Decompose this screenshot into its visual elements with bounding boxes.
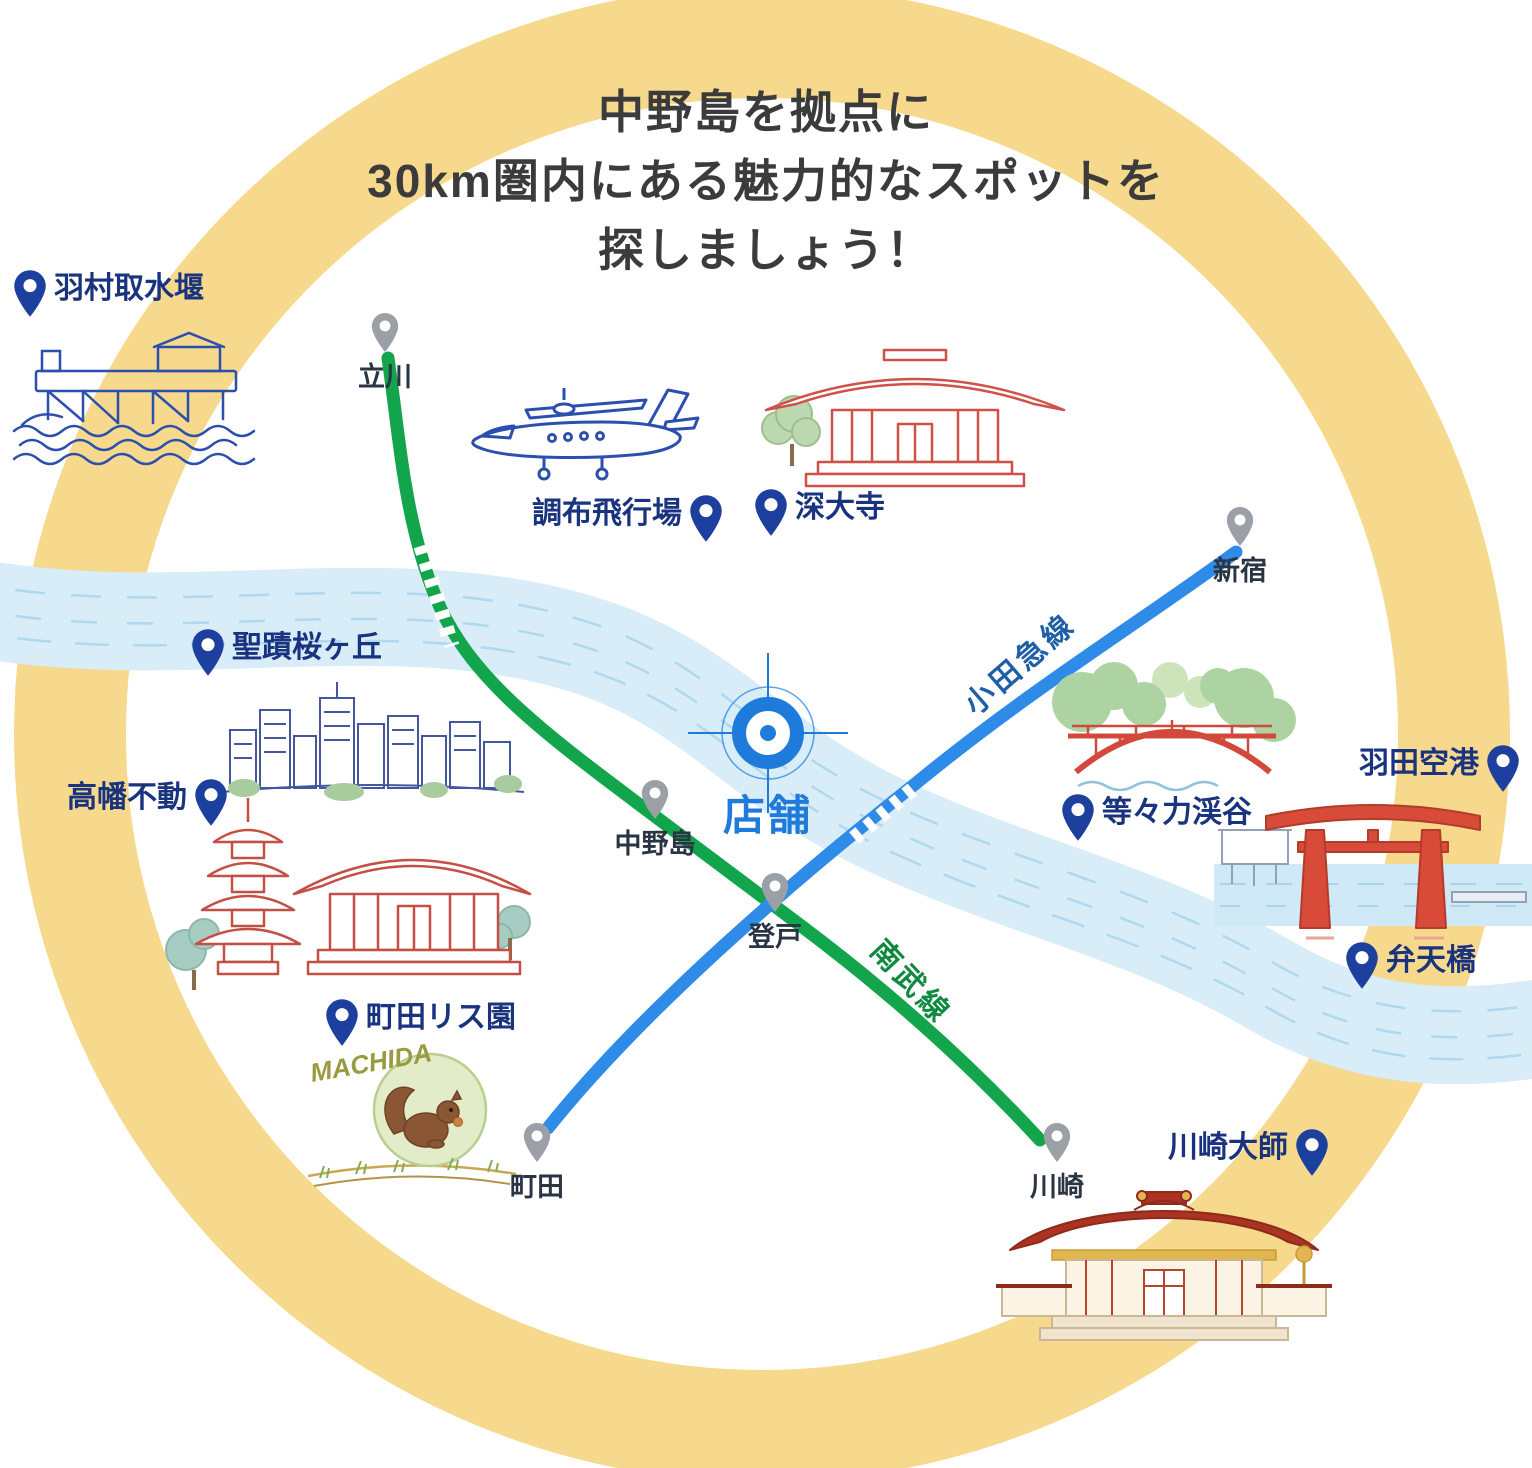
label-noborito-station: 登戸 <box>748 922 802 952</box>
label-todoroki-valley: 等々力渓谷 <box>1102 796 1252 829</box>
pin-shinjuku-station[interactable] <box>1225 506 1255 547</box>
label-haneda-airport: 羽田空港 <box>1359 747 1479 780</box>
label-jindaiji: 深大寺 <box>795 491 885 524</box>
label-machida-station: 町田 <box>510 1172 564 1202</box>
pin-noborito-station[interactable] <box>760 872 790 913</box>
shop-label: 店舗 <box>722 792 814 839</box>
pin-hamura-intake-weir[interactable] <box>12 269 48 318</box>
title-line-1: 中野島を拠点に <box>598 86 934 138</box>
todoroki-valley-illustration <box>1052 662 1296 792</box>
map-pin-icon <box>195 779 227 826</box>
map-pin-icon <box>1043 1122 1071 1163</box>
map-pin-icon <box>755 489 787 536</box>
pin-tachikawa-station[interactable] <box>370 312 400 353</box>
label-tachikawa-station: 立川 <box>358 362 412 392</box>
bridge-icon-odakyu <box>849 782 919 844</box>
odakyu-line <box>541 545 1243 1135</box>
label-nakanoshima-station: 中野島 <box>614 829 696 859</box>
pin-todoroki-valley[interactable] <box>1060 793 1096 842</box>
machida-squirrel-illustration: MACHIDA <box>307 1038 517 1187</box>
map-pin-icon <box>326 999 358 1046</box>
map-pin-icon <box>192 629 224 676</box>
shop-marker[interactable] <box>688 653 848 813</box>
map-pin-icon <box>14 270 46 317</box>
seiseki-cityscape-illustration <box>222 682 524 801</box>
pin-bentenbashi[interactable] <box>1344 941 1380 990</box>
map-pin-icon <box>641 779 669 820</box>
map-pin-icon <box>523 1122 551 1163</box>
pin-takahata-fudo[interactable] <box>193 778 229 827</box>
label-chofu-airfield: 調布飛行場 <box>532 497 682 530</box>
map-pin-icon <box>690 495 722 542</box>
map-pin-icon <box>1226 506 1254 547</box>
title-line-2: 30km圏内にある魅力的なスポットを <box>367 155 1165 207</box>
label-bentenbashi: 弁天橋 <box>1386 944 1476 977</box>
takahata-fudo-illustration <box>165 798 532 990</box>
label-shinjuku-station: 新宿 <box>1213 556 1267 586</box>
pin-kawasaki-station[interactable] <box>1042 1122 1072 1163</box>
map-title: 中野島を拠点に 30km圏内にある魅力的なスポットを 探しましょう！ <box>0 78 1532 285</box>
pin-nakanoshima-station[interactable] <box>640 779 670 820</box>
title-line-3: 探しましょう！ <box>598 224 934 276</box>
pin-seiseki-sakuragaoka[interactable] <box>190 628 226 677</box>
map-pin-icon <box>1346 942 1378 989</box>
label-seiseki-sakuragaoka: 聖蹟桜ヶ丘 <box>232 631 382 664</box>
label-kawasaki-station: 川崎 <box>1030 1172 1084 1202</box>
hamura-weir-illustration <box>12 331 256 466</box>
pin-machida-station[interactable] <box>522 1122 552 1163</box>
pin-kawasaki-daishi[interactable] <box>1294 1128 1330 1177</box>
pin-jindaiji[interactable] <box>753 488 789 537</box>
label-takahata-fudo: 高幡不動 <box>67 781 187 814</box>
map-pin-icon <box>761 872 789 913</box>
map-pin-icon <box>371 312 399 353</box>
radius-ring <box>14 0 1510 1468</box>
pin-haneda-airport[interactable] <box>1485 744 1521 793</box>
bridge-icon-nambu <box>413 543 460 649</box>
pin-chofu-airfield[interactable] <box>688 494 724 543</box>
haneda-torii-illustration <box>1214 804 1532 940</box>
label-machida-squirrel-garden: 町田リス園 <box>366 1001 516 1034</box>
label-kawasaki-daishi: 川崎大師 <box>1168 1131 1288 1164</box>
kawasaki-daishi-illustration <box>996 1190 1332 1341</box>
chofu-airplane-illustration <box>471 388 700 481</box>
map-pin-icon <box>1296 1129 1328 1176</box>
nambu-line <box>381 351 1047 1147</box>
map-pin-icon <box>1487 745 1519 792</box>
pin-machida-squirrel-garden[interactable] <box>324 998 360 1047</box>
label-hamura-intake-weir: 羽村取水堰 <box>54 272 204 305</box>
jindaiji-temple-illustration <box>761 348 1066 488</box>
map-pin-icon <box>1062 794 1094 841</box>
